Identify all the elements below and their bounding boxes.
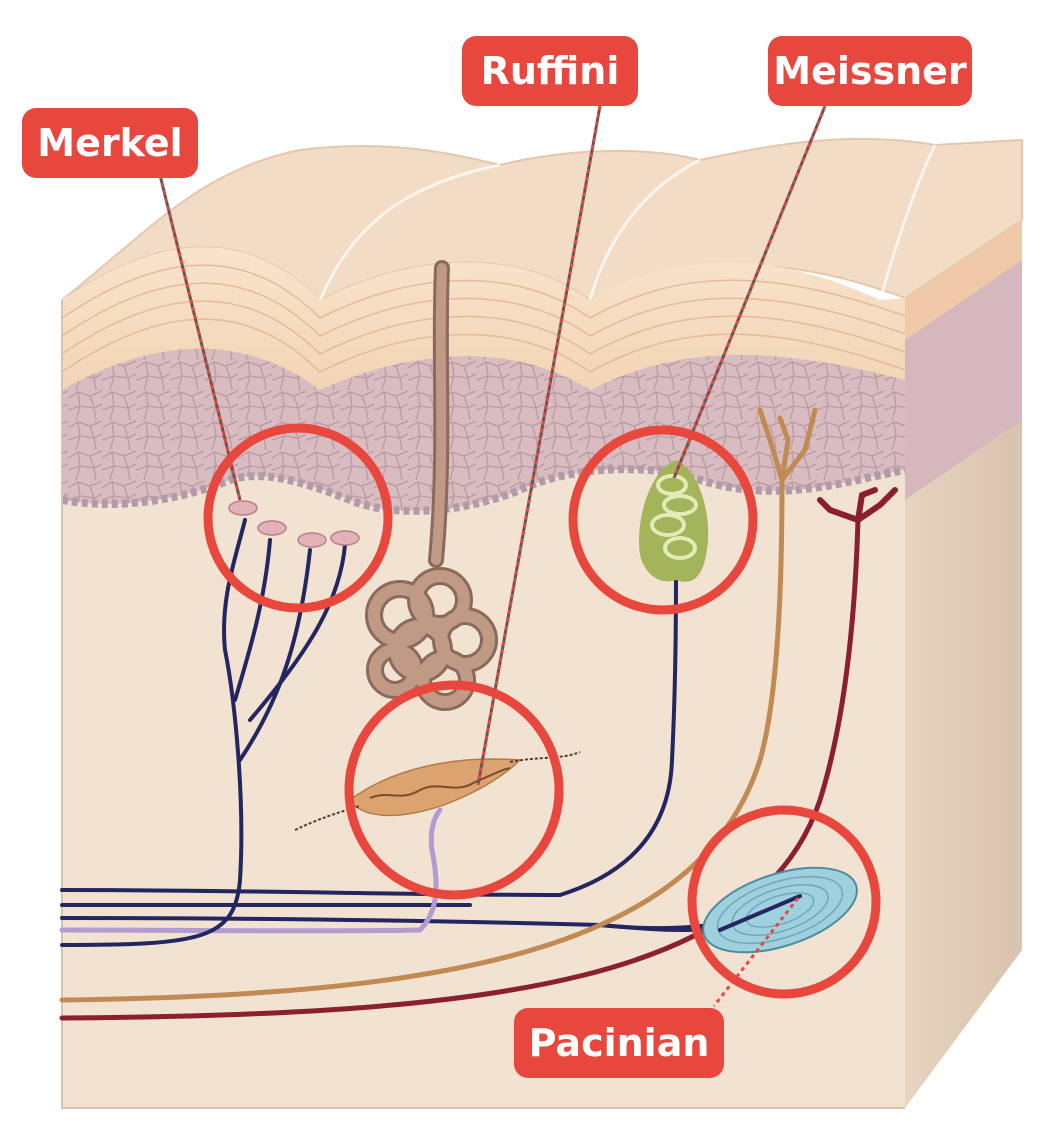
pacinian-highlight-ring (687, 805, 881, 999)
pacinian-label: Pacinian (514, 1008, 724, 1078)
meissner-label: Meissner (768, 36, 972, 106)
vessel-branch-icon (817, 487, 898, 523)
leader-lines (158, 105, 827, 1007)
highlight-rings (203, 423, 881, 999)
ruffini-highlight-ring (344, 680, 564, 900)
merkel-disc-icon (228, 500, 360, 548)
ruffini-label: Ruffini (462, 36, 638, 106)
pacinian-corpuscle-icon (702, 866, 858, 954)
free-nerve-ending-icon (757, 407, 818, 483)
meissner-highlight-ring (568, 425, 758, 615)
meissner-corpuscle-icon (639, 460, 709, 582)
sweat-gland-icon (365, 260, 498, 711)
epidermis-cell-layer (62, 348, 905, 511)
merkel-label: Merkel (22, 108, 198, 178)
merkel-highlight-ring (203, 423, 393, 613)
ruffini-ending-icon (294, 751, 581, 831)
